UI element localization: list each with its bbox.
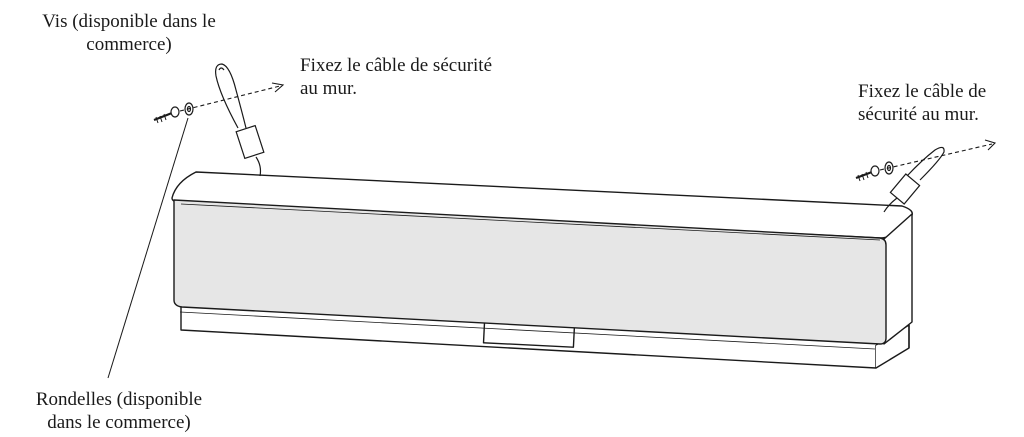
cable-left-label-line-2: au mur. bbox=[300, 78, 357, 99]
washers-label-line-1: Rondelles (disponible bbox=[35, 389, 203, 410]
cable-right-label: Fixez le câble de sécurité au mur. bbox=[858, 80, 986, 126]
washers-label: Rondelles (disponible dans le commerce) bbox=[4, 388, 234, 434]
soundbar bbox=[171, 171, 913, 369]
soundbar-front-face bbox=[173, 199, 887, 345]
left-screw-icon bbox=[153, 106, 180, 124]
screw-label-line-2: commerce) bbox=[86, 34, 172, 55]
cable-right-label-line-2: sécurité au mur. bbox=[858, 104, 979, 125]
screw-label: Vis (disponible dans le commerce) bbox=[4, 10, 254, 56]
cable-left-label-line-1: Fixez le câble de sécurité bbox=[300, 55, 493, 76]
washers-label-line-2: dans le commerce) bbox=[47, 412, 191, 433]
cable-right-label-line-1: Fixez le câble de bbox=[858, 81, 987, 102]
right-attach-arrow bbox=[879, 139, 997, 171]
left-attach-arrow bbox=[179, 82, 285, 112]
left-safety-cable bbox=[215, 63, 265, 177]
screw-label-line-1: Vis (disponible dans le bbox=[42, 11, 216, 32]
right-screw-icon bbox=[855, 165, 880, 182]
cable-left-label: Fixez le câble de sécurité au mur. bbox=[300, 54, 492, 100]
washers-leader-line bbox=[107, 117, 189, 379]
right-safety-cable bbox=[883, 146, 945, 213]
